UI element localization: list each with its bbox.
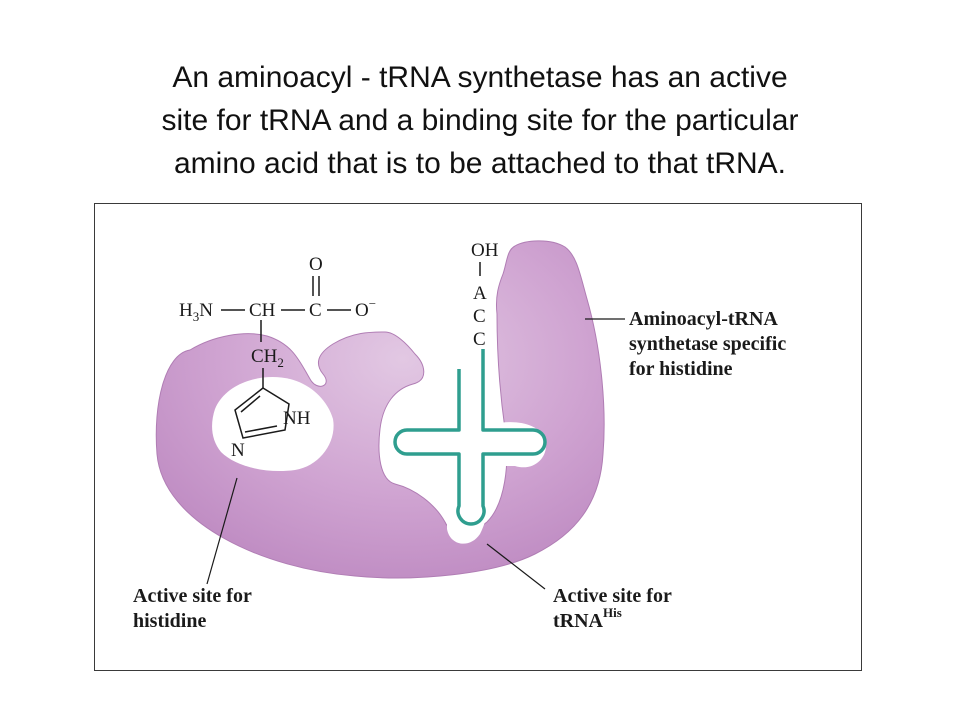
ch2-label: CH2 — [251, 346, 284, 370]
h3n-label: H3N — [179, 300, 213, 324]
trna-cloverleaf — [393, 349, 547, 526]
n-label: N — [231, 440, 245, 461]
nh-label: NH — [283, 408, 311, 429]
figure-frame: OH A C C H3N CH C O O− CH2 — [94, 203, 862, 671]
carbonyl-o-label: O — [309, 254, 323, 275]
title-line-1: An aminoacyl - tRNA synthetase has an ac… — [172, 61, 788, 94]
trna-c1-label: C — [473, 306, 486, 327]
histidine-site-label-line-2: histidine — [133, 610, 206, 632]
trna-site-label-line-2: tRNAHis — [553, 605, 622, 632]
histidine-pocket — [212, 377, 334, 472]
title-line-3: amino acid that is to be attached to tha… — [173, 147, 786, 180]
carboxylate-o-label: O− — [355, 296, 376, 321]
histidine-site-label-line-1: Active site for — [133, 585, 252, 607]
title-line-2: site for tRNA and a binding site for the… — [161, 104, 799, 137]
trna-site-label-line-1: Active site for — [553, 585, 672, 607]
trna-oh-label: OH — [471, 240, 499, 261]
enzyme-label-line-2: synthetase specific — [629, 333, 786, 355]
carboxyl-c-label: C — [309, 300, 322, 321]
trna-c2-label: C — [473, 329, 486, 350]
histidine-molecule: H3N CH C O O− CH2 NH N — [179, 254, 376, 461]
trna-a-label: A — [473, 283, 487, 304]
enzyme-label-line-3: for histidine — [629, 358, 733, 380]
enzyme-label-line-1: Aminoacyl-tRNA — [629, 308, 778, 330]
slide-title: An aminoacyl - tRNA synthetase has an ac… — [40, 56, 920, 185]
synthetase-diagram: OH A C C H3N CH C O O− CH2 — [133, 240, 786, 632]
ch-label: CH — [249, 300, 276, 321]
trna-pocket — [395, 357, 546, 544]
